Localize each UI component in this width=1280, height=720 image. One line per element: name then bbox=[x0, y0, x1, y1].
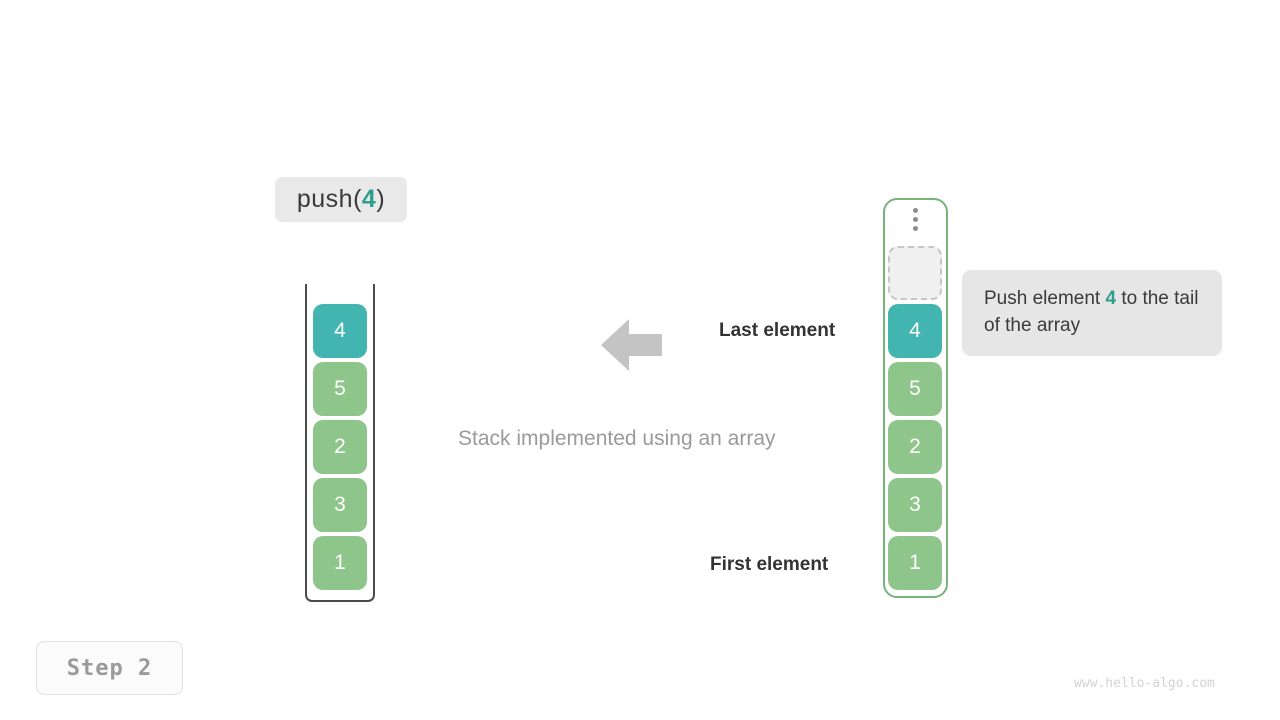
array-cell-value: 2 bbox=[909, 435, 921, 458]
stack-caption: Stack implemented using an array bbox=[458, 427, 776, 450]
step-badge-label: Step 2 bbox=[66, 655, 153, 681]
array-cell: 2 bbox=[888, 420, 942, 474]
array-cell-value: 5 bbox=[909, 377, 921, 400]
array-cell: 3 bbox=[888, 478, 942, 532]
stack-cell: 4 bbox=[313, 304, 367, 358]
array-cell-list: 4 5 2 3 1 bbox=[888, 246, 942, 590]
operation-prefix: push( bbox=[296, 185, 362, 213]
stack-cell-value: 5 bbox=[334, 377, 346, 400]
stack-cell: 3 bbox=[313, 478, 367, 532]
stack-container: 4 5 2 3 1 bbox=[305, 284, 375, 602]
label-first-element: First element bbox=[710, 554, 829, 575]
watermark: www.hello-algo.com bbox=[1074, 676, 1215, 691]
stack-cell: 2 bbox=[313, 420, 367, 474]
stack-cell-value: 2 bbox=[334, 435, 346, 458]
stack-cell-list: 4 5 2 3 1 bbox=[313, 304, 367, 590]
explanation-tooltip: Push element 4 to the tail of the array bbox=[962, 270, 1222, 356]
operation-label: push(4) bbox=[275, 177, 407, 222]
stack-frame bbox=[305, 284, 375, 602]
operation-value: 4 bbox=[361, 185, 377, 213]
vertical-ellipsis-icon bbox=[883, 208, 948, 231]
stack-cell-value: 3 bbox=[334, 493, 346, 516]
array-cell-value: 3 bbox=[909, 493, 921, 516]
tooltip-text-before: Push element bbox=[984, 288, 1106, 309]
stack-cell: 5 bbox=[313, 362, 367, 416]
stack-cell: 1 bbox=[313, 536, 367, 590]
step-badge: Step 2 bbox=[36, 641, 183, 695]
array-cell-value: 1 bbox=[909, 551, 921, 574]
tooltip-text-line2: the tail of the array bbox=[984, 288, 1199, 336]
arrow-left-icon bbox=[601, 317, 662, 373]
array-empty-slot bbox=[888, 246, 942, 300]
array-container: 4 5 2 3 1 bbox=[883, 198, 948, 598]
stack-cell-value: 4 bbox=[334, 319, 346, 342]
operation-suffix: ) bbox=[376, 185, 386, 213]
array-cell-value: 4 bbox=[909, 319, 921, 342]
array-cell: 5 bbox=[888, 362, 942, 416]
array-frame bbox=[883, 198, 948, 598]
stack-cell-value: 1 bbox=[334, 551, 346, 574]
label-last-element: Last element bbox=[719, 320, 836, 341]
array-cell: 1 bbox=[888, 536, 942, 590]
tooltip-text-after: to bbox=[1116, 288, 1138, 309]
tooltip-accent-value: 4 bbox=[1105, 288, 1117, 309]
array-cell: 4 bbox=[888, 304, 942, 358]
